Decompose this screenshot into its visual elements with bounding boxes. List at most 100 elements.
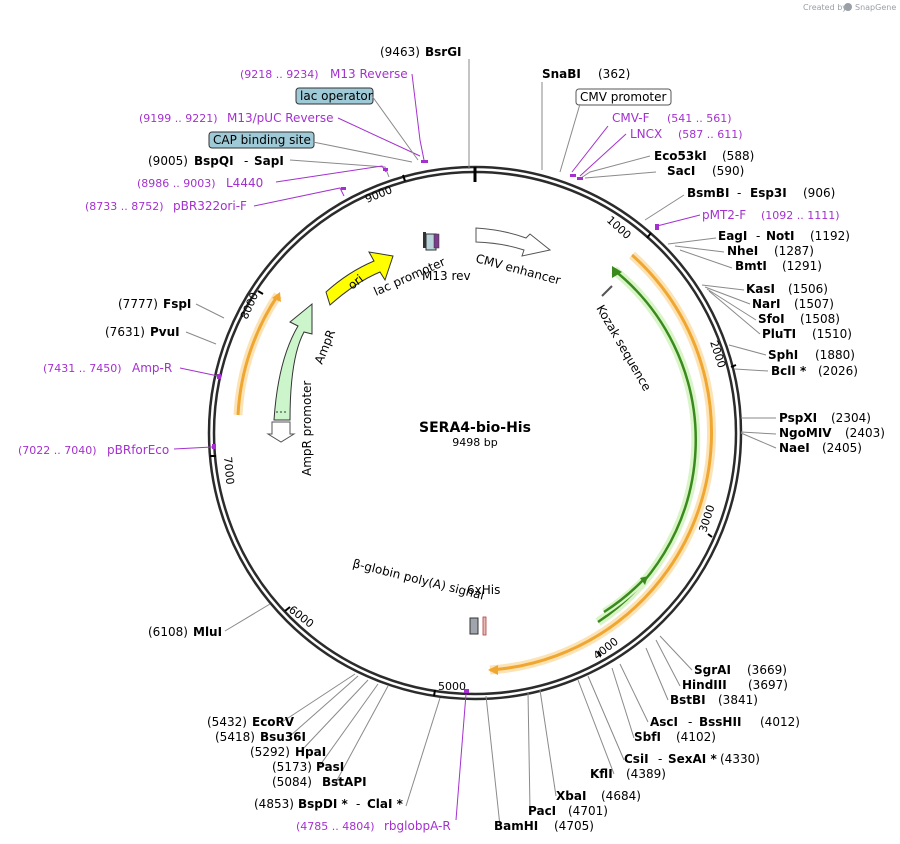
cmv-enhancer-label: CMV enhancer bbox=[474, 251, 562, 287]
enzyme-sfoi: SfoI bbox=[758, 312, 785, 326]
enzyme-bsmbi-pos: (906) bbox=[803, 186, 835, 200]
tick-marks bbox=[210, 174, 737, 697]
enzyme-esp3i: Esp3I bbox=[750, 186, 787, 200]
kozak-mark bbox=[601, 285, 613, 297]
enzyme-bmti-pos: (1291) bbox=[782, 259, 822, 273]
primer-pbr322ori-range: (8733 .. 8752) bbox=[85, 200, 164, 213]
enzyme-hpai: HpaI bbox=[295, 745, 326, 759]
primer-rbglobpa-range: (4785 .. 4804) bbox=[296, 820, 375, 833]
lac-operator-box bbox=[295, 87, 374, 105]
cap-binding-lead bbox=[312, 141, 413, 163]
enzyme-bspqi: BspQI bbox=[194, 154, 234, 168]
enzyme-asci: AscI bbox=[650, 715, 678, 729]
credit-text: Created by bbox=[803, 3, 847, 12]
ampr-feature bbox=[273, 302, 313, 421]
primer-lncx: LNCX bbox=[630, 127, 662, 141]
m13-rev-label: M13 rev bbox=[422, 269, 471, 283]
snapgene-logo-icon bbox=[844, 3, 852, 11]
enzyme-naei-pos: (2405) bbox=[822, 441, 862, 455]
primer-m13puc: M13/pUC Reverse bbox=[227, 111, 334, 125]
svg-text:-: - bbox=[737, 186, 741, 200]
enzyme-bspdi-pos: (4853) bbox=[254, 797, 294, 811]
plasmid-name: SERA4-bio-His bbox=[419, 420, 531, 436]
enzyme-sgrai: SgrAI bbox=[694, 663, 731, 677]
enzyme-bsrgi-pos: (9463) bbox=[380, 45, 420, 59]
svg-text:-: - bbox=[658, 752, 662, 766]
enzyme-bsu36i-pos: (5418) bbox=[215, 730, 255, 744]
enzyme-bcli: BclI * bbox=[771, 364, 807, 378]
kozak-label: Kozak sequence bbox=[593, 303, 654, 394]
enzyme-bstapi-pos: (5084) bbox=[272, 775, 312, 789]
enzyme-ecorv-pos: (5432) bbox=[207, 715, 247, 729]
enzyme-bamhi-pos: (4705) bbox=[554, 819, 594, 833]
enzyme-sbfi: SbfI bbox=[634, 730, 661, 744]
polya-label: β-globin poly(A) signal bbox=[351, 556, 485, 602]
enzyme-pvui: PvuI bbox=[150, 325, 180, 339]
enzyme-pspxi: PspXI bbox=[779, 411, 817, 425]
enzyme-nari: NarI bbox=[752, 297, 781, 311]
enzyme-kasi: KasI bbox=[746, 282, 775, 296]
enzyme-nhei: NheI bbox=[727, 244, 758, 258]
primer-cmv-f: CMV-F bbox=[612, 111, 650, 125]
left-orange-arrow-icon bbox=[272, 292, 281, 302]
primer-amp-r-range: (7431 .. 7450) bbox=[43, 362, 122, 375]
m13-rev-feature bbox=[433, 233, 440, 249]
ampr-promoter-feature bbox=[266, 421, 296, 443]
enzyme-bstbi-pos: (3841) bbox=[718, 693, 758, 707]
enzyme-bamhi: BamHI bbox=[494, 819, 538, 833]
enzyme-hpai-pos: (5292) bbox=[250, 745, 290, 759]
credit-brand: SnapGene bbox=[855, 3, 896, 12]
orange-arc-arrow-icon bbox=[488, 665, 498, 675]
ampr-promoter-label: AmpR promoter bbox=[300, 381, 314, 476]
enzyme-leader-lines bbox=[185, 59, 777, 827]
lac-operator-lead bbox=[371, 95, 419, 161]
enzyme-bsrgi: BsrGI bbox=[425, 45, 462, 59]
enzyme-snabi: SnaBI bbox=[542, 67, 581, 81]
enzyme-fspi-pos: (7777) bbox=[118, 297, 158, 311]
primer-pbr322ori: pBR322ori-F bbox=[173, 199, 247, 213]
enzyme-sgrai-pos: (3669) bbox=[747, 663, 787, 677]
enzyme-eagi: EagI bbox=[718, 229, 747, 243]
cmv-promoter-lead bbox=[559, 103, 581, 173]
enzyme-kfli: KflI bbox=[590, 767, 613, 781]
primer-amp-r: Amp-R bbox=[132, 361, 172, 375]
enzyme-eco53ki: Eco53kI bbox=[654, 149, 707, 163]
enzyme-paci-pos: (4701) bbox=[568, 804, 608, 818]
enzyme-eagi-pos: (1192) bbox=[810, 229, 850, 243]
lac-operator-mark bbox=[423, 232, 426, 248]
cap-binding-label: CAP binding site bbox=[213, 133, 311, 147]
enzyme-mlui-pos: (6108) bbox=[148, 625, 188, 639]
tick-label-9000: 9000 bbox=[363, 183, 394, 206]
cmv-promoter-label: CMV promoter bbox=[580, 90, 667, 104]
tick-label-1000: 1000 bbox=[604, 214, 634, 242]
left-orange-arc bbox=[236, 294, 280, 416]
enzyme-mlui: MluI bbox=[193, 625, 222, 639]
enzyme-xbai-pos: (4684) bbox=[601, 789, 641, 803]
enzyme-sphi-pos: (1880) bbox=[815, 348, 855, 362]
enzyme-pasi: PasI bbox=[316, 760, 344, 774]
enzyme-ecorv: EcoRV bbox=[252, 715, 295, 729]
enzyme-sfoi-pos: (1508) bbox=[800, 312, 840, 326]
primer-m13puc-range: (9199 .. 9221) bbox=[139, 112, 218, 125]
tick-label-8000: 8000 bbox=[238, 290, 261, 321]
primer-rbglobpa: rbglobpA-R bbox=[384, 819, 451, 833]
lac-operator-label: lac operator bbox=[300, 89, 373, 103]
primer-m13-reverse-range: (9218 .. 9234) bbox=[240, 68, 319, 81]
primer-pbrforeco-range: (7022 .. 7040) bbox=[18, 444, 97, 457]
enzyme-sexai: SexAI * bbox=[668, 752, 717, 766]
enzyme-pluti: PluTI bbox=[762, 327, 796, 341]
tick-label-7000: 7000 bbox=[221, 456, 236, 485]
enzyme-bstapi: BstAPI bbox=[322, 775, 367, 789]
enzyme-paci: PacI bbox=[528, 804, 556, 818]
tick-label-5000: 5000 bbox=[438, 680, 466, 693]
enzyme-bspqi-pos: (9005) bbox=[148, 154, 188, 168]
ori-feature bbox=[325, 251, 394, 306]
enzyme-snabi-pos: (362) bbox=[598, 67, 630, 81]
enzyme-bsmbi: BsmBI bbox=[687, 186, 729, 200]
enzyme-sapi: SapI bbox=[254, 154, 284, 168]
primer-m13-reverse: M13 Reverse bbox=[330, 67, 408, 81]
enzyme-bspdi: BspDI * bbox=[298, 797, 348, 811]
enzyme-nhei-pos: (1287) bbox=[774, 244, 814, 258]
cmv-enhancer-feature bbox=[475, 227, 552, 257]
